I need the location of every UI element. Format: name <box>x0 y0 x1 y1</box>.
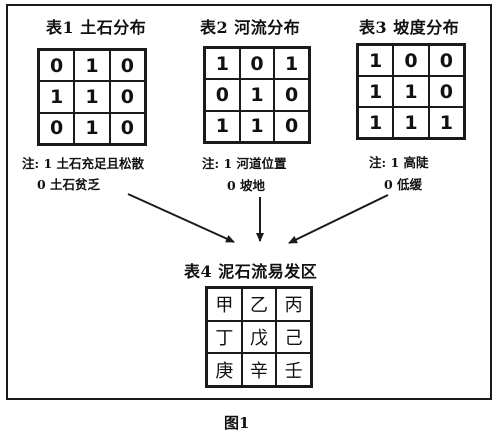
table4-title: 表4 泥石流易发区 <box>184 262 318 281</box>
table2-cell: 0 <box>274 110 309 142</box>
table1-cell: 0 <box>109 112 145 144</box>
table3-cell: 0 <box>428 45 464 76</box>
table4-grid: 甲 乙 丙 丁 戊 己 庚 辛 壬 <box>205 286 313 388</box>
table1-cell: 0 <box>109 50 145 82</box>
table4-cell: 庚 <box>207 353 242 386</box>
table4-cell: 丁 <box>207 320 242 354</box>
table3-grid: 1 0 0 1 1 0 1 1 1 <box>356 43 466 140</box>
table4-cell: 辛 <box>241 353 277 386</box>
table2-note-line2: 0 坡地 <box>227 178 266 193</box>
table1-cell: 1 <box>74 112 110 144</box>
table3-cell: 1 <box>393 107 429 138</box>
table2-title: 表2 河流分布 <box>200 18 301 37</box>
table3-cell: 1 <box>358 45 394 76</box>
table4-cell: 壬 <box>276 353 311 386</box>
table4-cell: 戊 <box>241 320 277 354</box>
table3-title: 表3 坡度分布 <box>359 18 460 37</box>
table3-cell: 1 <box>428 107 464 138</box>
table1-cell: 0 <box>109 81 145 113</box>
table2-cell: 1 <box>274 48 309 80</box>
table1-note-line2: 0 土石贫乏 <box>37 177 101 192</box>
table2-cell: 0 <box>239 48 275 80</box>
table3-cell: 0 <box>393 45 429 76</box>
table4-cell: 丙 <box>276 288 311 321</box>
table1-cell: 0 <box>39 112 75 144</box>
table1-grid: 0 1 0 1 1 0 0 1 0 <box>37 48 147 146</box>
table3-cell: 0 <box>428 76 464 107</box>
table3-cell: 1 <box>358 76 394 107</box>
table3-note-line1: 注: 1 高陡 <box>369 155 429 170</box>
table2-cell: 1 <box>205 110 240 142</box>
table2-cell: 1 <box>239 110 275 142</box>
table2-cell: 0 <box>205 79 240 111</box>
table1-cell: 1 <box>39 81 75 113</box>
table3-cell: 1 <box>358 107 394 138</box>
table2-note-line1: 注: 1 河道位置 <box>202 156 287 171</box>
table4-cell: 乙 <box>241 288 277 321</box>
table1-note-line1: 注: 1 土石充足且松散 <box>22 156 145 171</box>
table1-cell: 1 <box>74 50 110 82</box>
table3-cell: 1 <box>393 76 429 107</box>
table2-cell: 0 <box>274 79 309 111</box>
table4-cell: 甲 <box>207 288 242 321</box>
figure-frame <box>6 4 492 400</box>
table2-cell: 1 <box>205 48 240 80</box>
table2-cell: 1 <box>239 79 275 111</box>
table1-cell: 0 <box>39 50 75 82</box>
figure-caption: 图1 <box>224 414 250 432</box>
table1-title: 表1 土石分布 <box>46 18 147 37</box>
table1-cell: 1 <box>74 81 110 113</box>
table2-grid: 1 0 1 0 1 0 1 1 0 <box>203 46 311 144</box>
table3-note-line2: 0 低缓 <box>384 177 423 192</box>
table4-cell: 己 <box>276 320 311 354</box>
